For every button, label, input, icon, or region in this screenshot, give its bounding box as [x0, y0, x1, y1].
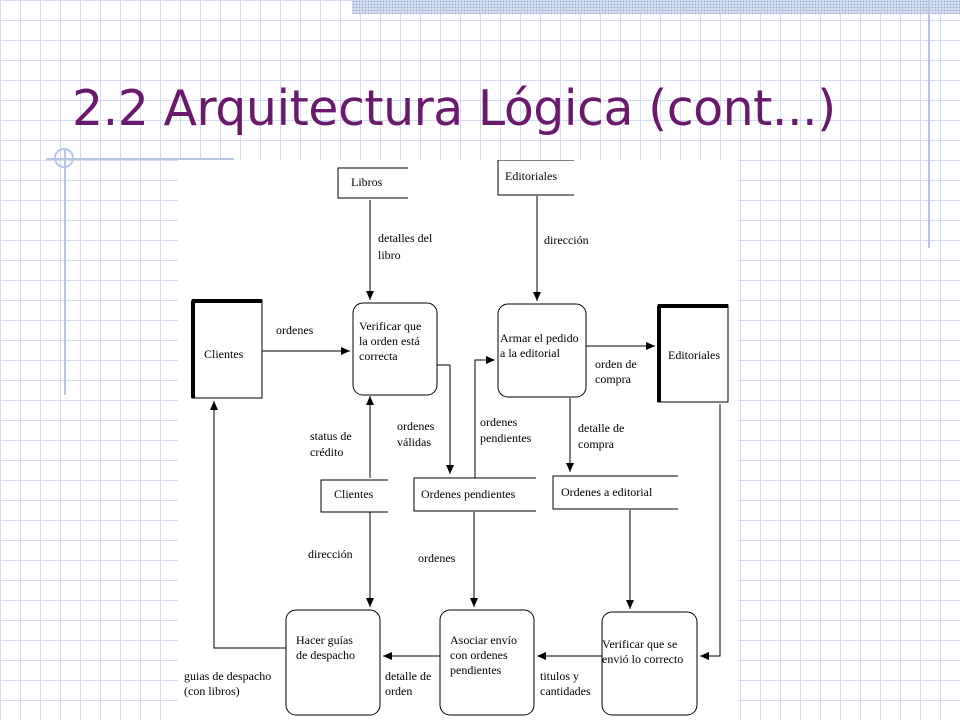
flow-label-ordenes-validas: ordenes válidas [397, 419, 437, 449]
decorative-right-line [928, 0, 930, 248]
process-hacer-guias-label: Hacer guías de despacho [296, 633, 356, 662]
store-ordenes-pendientes: Ordenes pendientes [413, 477, 536, 512]
data-flow-diagram-panel: Clientes Editoriales Libros Editoriales … [178, 160, 738, 720]
flow-label-ordenes-bottom: ordenes [418, 551, 456, 565]
store-editoriales-label: Editoriales [505, 169, 557, 183]
slide-title: 2.2 Arquitectura Lógica (cont...) [72, 80, 836, 137]
entity-editoriales: Editoriales [657, 304, 729, 403]
flow-label-direccion-top: dirección [544, 233, 589, 247]
store-ordenes-editorial: Ordenes a editorial [552, 475, 678, 510]
decorative-left-line [64, 150, 66, 395]
flow-label-orden-compra: orden de compra [595, 357, 640, 386]
process-verificar-orden: Verificar que la orden está correcta [352, 302, 438, 396]
flow-label-status-credito: status de crédito [310, 429, 355, 459]
flow-label-detalle-compra: detalle de compra [578, 421, 627, 451]
data-flow-diagram: Clientes Editoriales Libros Editoriales … [184, 160, 729, 716]
store-clientes-label: Clientes [334, 487, 374, 501]
entity-clientes: Clientes [191, 299, 263, 399]
process-armar-pedido-label: Armar el pedido a la editorial [500, 331, 582, 360]
entity-editoriales-label: Editoriales [668, 348, 720, 362]
flow-arrow-ordenes-validas [437, 364, 454, 474]
process-verificar-envio-label: Verificar que se envió lo correcto [602, 637, 683, 666]
store-ordenes-pendientes-label: Ordenes pendientes [421, 487, 516, 501]
process-asociar-envio: Asociar envío con ordenes pendientes [439, 609, 535, 716]
process-verificar-envio: Verificar que se envió lo correcto [601, 611, 698, 716]
process-hacer-guias: Hacer guías de despacho [285, 609, 381, 716]
flow-arrow-guias-despacho [210, 401, 286, 649]
entity-clientes-label: Clientes [204, 347, 244, 361]
process-armar-pedido: Armar el pedido a la editorial [497, 303, 587, 398]
store-clientes: Clientes [320, 479, 388, 513]
flow-label-ordenes-pendientes: ordenes pendientes [480, 415, 532, 445]
flow-label-direccion-bottom: dirección [308, 547, 353, 561]
flow-arrows [210, 196, 721, 660]
process-asociar-envio-label: Asociar envío con ordenes pendientes [450, 633, 520, 677]
process-verificar-orden-label: Verificar que la orden está correcta [359, 319, 424, 363]
flow-arrow-editoriales-verificar [700, 404, 721, 660]
store-ordenes-editorial-label: Ordenes a editorial [561, 485, 653, 499]
flow-label-titulos-cantidades: titulos y cantidades [540, 669, 591, 698]
decorative-crosshair-icon [54, 148, 74, 168]
flow-label-detalles-libro: detalles del libro [378, 231, 435, 262]
store-editoriales: Editoriales [497, 160, 574, 196]
store-libros-label: Libros [351, 175, 383, 189]
header-dotted-band [352, 0, 960, 14]
decorative-title-underline [46, 158, 234, 160]
store-libros: Libros [337, 167, 408, 199]
flow-label-guias-despacho: guias de despacho (con libros) [184, 669, 274, 698]
flow-label-detalle-orden: detalle de orden [385, 669, 434, 698]
flow-label-ordenes: ordenes [276, 323, 314, 337]
flow-arrow-ordenes-pendientes [474, 356, 495, 478]
